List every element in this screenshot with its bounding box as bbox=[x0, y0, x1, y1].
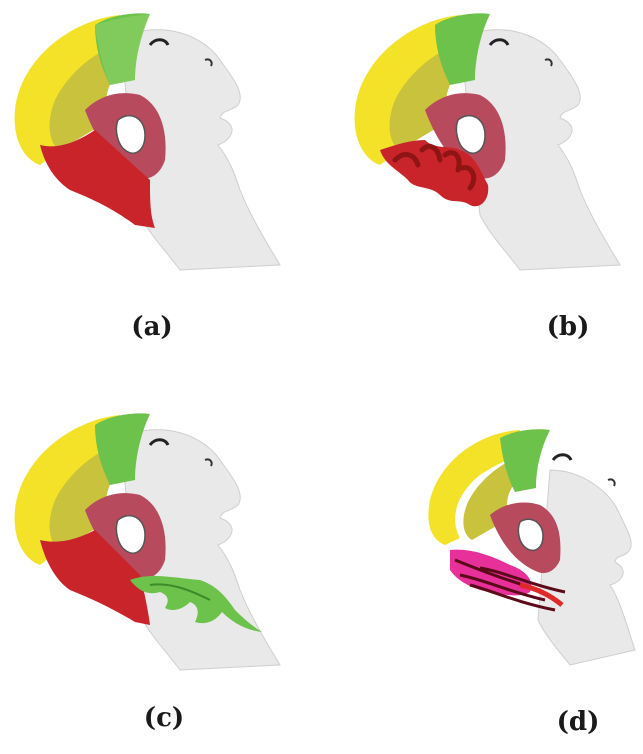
caption-a: (a) bbox=[122, 312, 182, 342]
caption-d: (d) bbox=[548, 707, 608, 737]
caption-b: (b) bbox=[538, 312, 598, 342]
caption-c: (c) bbox=[134, 703, 194, 733]
head-illustration-c bbox=[0, 400, 300, 690]
eye-icon bbox=[553, 455, 571, 460]
head-illustration-d bbox=[340, 420, 640, 710]
panel-d bbox=[340, 420, 640, 710]
head-illustration-a bbox=[0, 0, 300, 290]
panel-c bbox=[0, 400, 300, 690]
panel-b bbox=[340, 0, 640, 290]
nose-icon bbox=[608, 479, 615, 486]
head-illustration-b bbox=[340, 0, 640, 290]
panel-a bbox=[0, 0, 300, 290]
